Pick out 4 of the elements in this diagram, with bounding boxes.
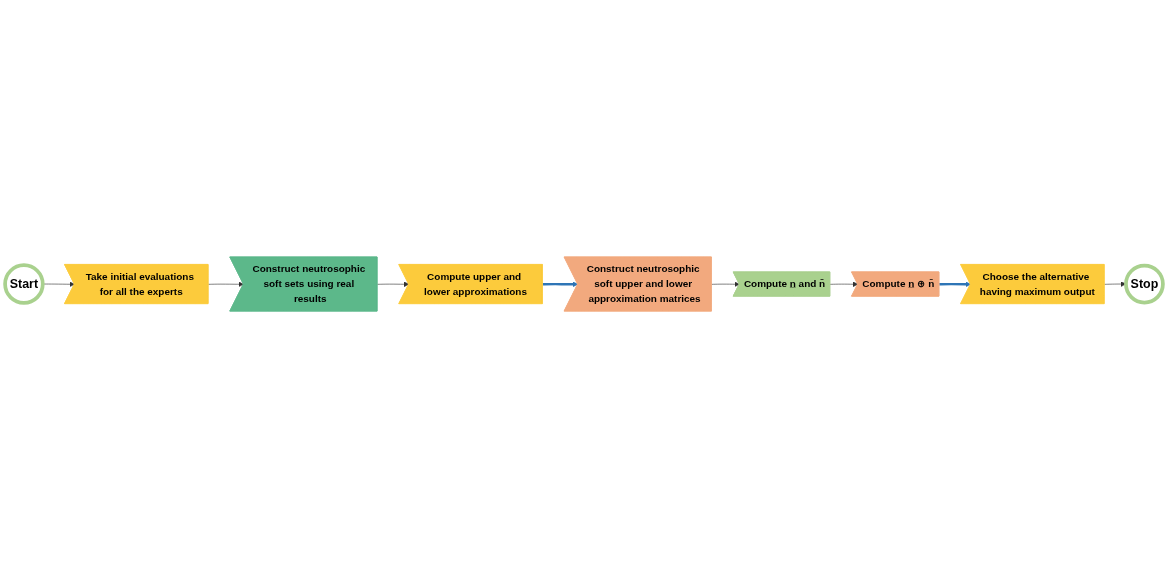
node-circle: Start: [3, 263, 45, 305]
node-circle: Stop: [1124, 263, 1165, 305]
arrow: [939, 281, 971, 287]
arrow: [542, 281, 579, 287]
